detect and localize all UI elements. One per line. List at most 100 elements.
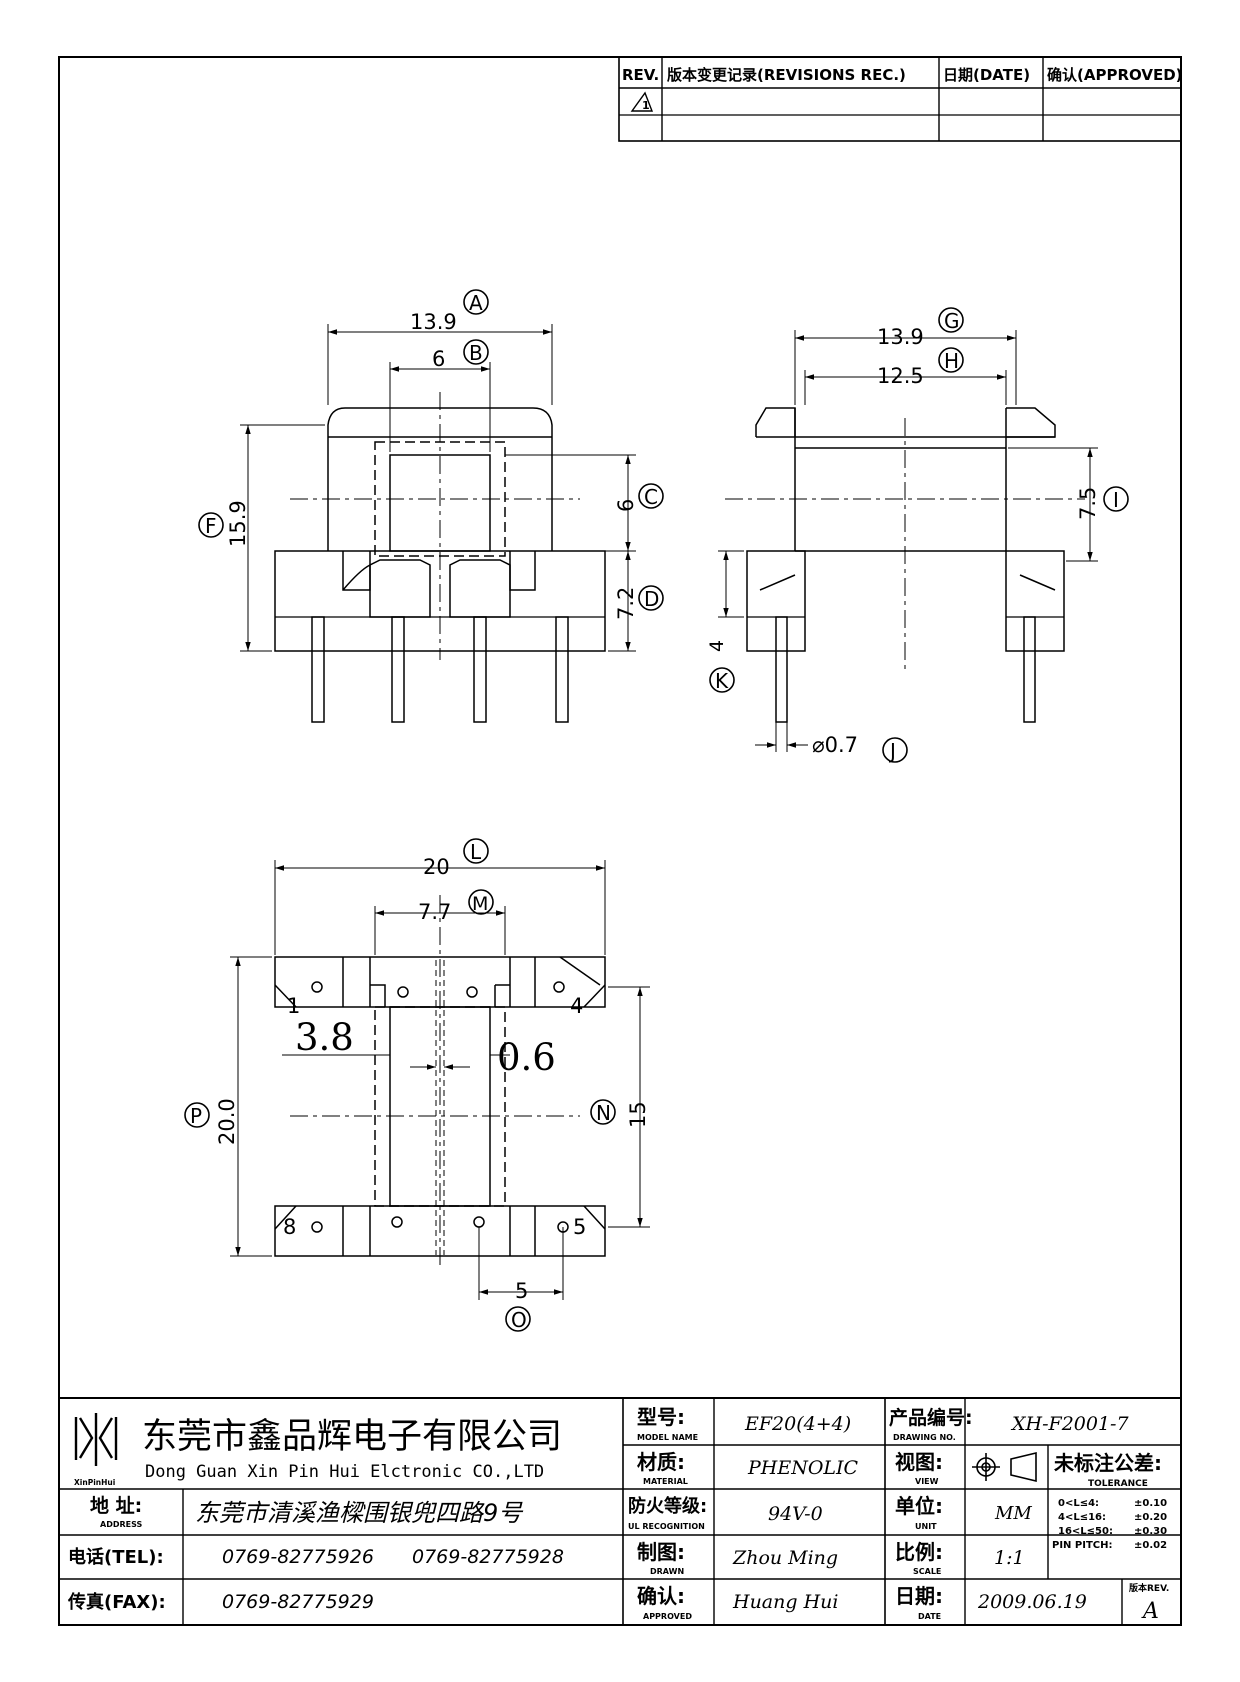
date-value: 2009.06.19 xyxy=(977,1591,1087,1613)
front-view xyxy=(274,392,606,723)
callout-b: B xyxy=(469,341,483,365)
drawn-value: Zhou Ming xyxy=(732,1547,838,1569)
dim-k-value: 4 xyxy=(706,640,728,652)
scale-label: 比例: xyxy=(895,1540,943,1564)
callout-i: I xyxy=(1113,488,1119,512)
dim-p-value: 20.0 xyxy=(215,1098,239,1145)
company-logo xyxy=(74,1413,118,1466)
unit-value: MM xyxy=(994,1503,1032,1524)
drawing-no-value: XH-F2001-7 xyxy=(1010,1413,1129,1435)
address-value: 东莞市清溪渔樑围银兜四路9号 xyxy=(195,1499,524,1527)
fax-label: 传真(FAX): xyxy=(67,1591,166,1613)
projection-symbol-icon xyxy=(972,1451,1037,1483)
dim-l-value: 20 xyxy=(423,855,450,879)
callout-j: J xyxy=(888,739,896,763)
revisions-header: 版本变更记录(REVISIONS REC.) xyxy=(667,66,906,84)
callout-m: M xyxy=(472,893,488,915)
dim-a-value: 13.9 xyxy=(410,310,457,334)
approved-header: 确认(APPROVED) xyxy=(1047,66,1183,84)
tol-range-2: 16<L≤50: xyxy=(1058,1526,1113,1537)
callout-h: H xyxy=(944,349,959,373)
drawing-no-label-en: DRAWING NO. xyxy=(893,1433,956,1442)
model-value: EF20(4+4) xyxy=(744,1413,851,1435)
callout-g: G xyxy=(944,309,960,333)
unit-label: 单位: xyxy=(895,1494,943,1518)
dim-c-value: 6 xyxy=(614,499,638,512)
title-block xyxy=(59,1397,1181,1625)
tel-2: 0769-82775928 xyxy=(412,1546,564,1568)
ul-label-en: UL RECOGNITION xyxy=(628,1522,705,1531)
dim-gap-right: 0.6 xyxy=(497,1036,556,1079)
ul-value: 94V-0 xyxy=(768,1503,823,1525)
callout-p: P xyxy=(190,1104,202,1128)
approved-label: 确认: xyxy=(637,1584,685,1608)
callout-c: C xyxy=(644,485,658,509)
pin-1-label: 1 xyxy=(287,994,300,1018)
model-label-en: MODEL NAME xyxy=(637,1433,698,1442)
dim-i-value: 7.5 xyxy=(1076,487,1100,520)
front-dimensions xyxy=(240,324,636,652)
approved-value: Huang Hui xyxy=(732,1591,838,1613)
revision-block: REV. 版本变更记录(REVISIONS REC.) 日期(DATE) 确认(… xyxy=(618,56,1183,142)
material-label: 材质: xyxy=(637,1450,685,1474)
fax-value: 0769-82775929 xyxy=(222,1591,374,1613)
callout-o: O xyxy=(511,1308,527,1332)
tolerance-label-en: TOLERANCE xyxy=(1088,1479,1148,1489)
scale-value: 1:1 xyxy=(994,1547,1025,1569)
dim-f-value: 15.9 xyxy=(226,500,250,547)
callout-a: A xyxy=(469,291,483,315)
address-label-en: ADDRESS xyxy=(100,1520,143,1529)
logo-text: XinPinHui xyxy=(74,1478,115,1487)
rev-header: REV. xyxy=(622,66,659,84)
date-header: 日期(DATE) xyxy=(943,66,1030,84)
tol-value-2: ±0.30 xyxy=(1134,1526,1167,1537)
dim-j-value: ⌀0.7 xyxy=(812,733,858,757)
company-name-cn: 东莞市鑫品辉电子有限公司 xyxy=(142,1417,562,1457)
dim-d-value: 7.2 xyxy=(614,587,638,620)
dim-h-value: 12.5 xyxy=(877,364,924,388)
date-label: 日期: xyxy=(895,1584,943,1608)
view-label: 视图: xyxy=(895,1450,943,1474)
callout-n: N xyxy=(596,1101,611,1125)
callout-f: F xyxy=(205,514,217,538)
tolerance-table: 0<L≤4: ±0.10 4<L≤16: ±0.20 16<L≤50: ±0.3… xyxy=(1052,1498,1167,1551)
dim-o-value: 5 xyxy=(515,1279,528,1303)
dim-b-value: 6 xyxy=(432,347,445,371)
drawing-border xyxy=(58,56,1182,1626)
pin-4-label: 4 xyxy=(570,994,583,1018)
revision-number: 1 xyxy=(642,99,650,112)
view-label-en: VIEW xyxy=(915,1477,939,1486)
callout-k: K xyxy=(715,669,729,693)
dim-gap-left: 3.8 xyxy=(295,1016,354,1059)
version-label: 版本REV. xyxy=(1128,1582,1169,1594)
drawing-no-label: 产品编号: xyxy=(889,1406,973,1429)
callout-d: D xyxy=(644,587,659,611)
tol-range-0: 0<L≤4: xyxy=(1058,1498,1099,1509)
tol-value-0: ±0.10 xyxy=(1134,1498,1167,1509)
bottom-dimensions xyxy=(230,860,650,1300)
tol-range-3: PIN PITCH: xyxy=(1052,1540,1112,1551)
bottom-view xyxy=(274,895,606,1270)
tel-label: 电话(TEL): xyxy=(68,1546,164,1568)
tol-range-1: 4<L≤16: xyxy=(1058,1512,1106,1523)
callout-letters: A B C D F G H I J K L M N O P xyxy=(190,291,1119,1332)
tel-1: 0769-82775926 xyxy=(222,1546,374,1568)
date-label-en: DATE xyxy=(918,1612,941,1621)
tolerance-label: 未标注公差: xyxy=(1054,1451,1162,1475)
scale-label-en: SCALE xyxy=(913,1567,941,1576)
pin-8-label: 8 xyxy=(283,1215,296,1239)
approved-label-en: APPROVED xyxy=(643,1612,692,1621)
side-dimensions xyxy=(718,330,1098,752)
callout-l: L xyxy=(470,840,482,864)
ul-label: 防火等级: xyxy=(628,1495,707,1517)
tol-value-1: ±0.20 xyxy=(1134,1512,1167,1523)
drawn-label-en: DRAWN xyxy=(650,1567,684,1576)
unit-label-en: UNIT xyxy=(915,1522,937,1531)
material-label-en: MATERIAL xyxy=(643,1477,688,1486)
dim-m-value: 7.7 xyxy=(418,900,451,924)
version-value: A xyxy=(1141,1599,1159,1624)
material-value: PHENOLIC xyxy=(747,1457,859,1479)
tol-value-3: ±0.02 xyxy=(1134,1540,1167,1551)
side-view xyxy=(725,407,1085,723)
